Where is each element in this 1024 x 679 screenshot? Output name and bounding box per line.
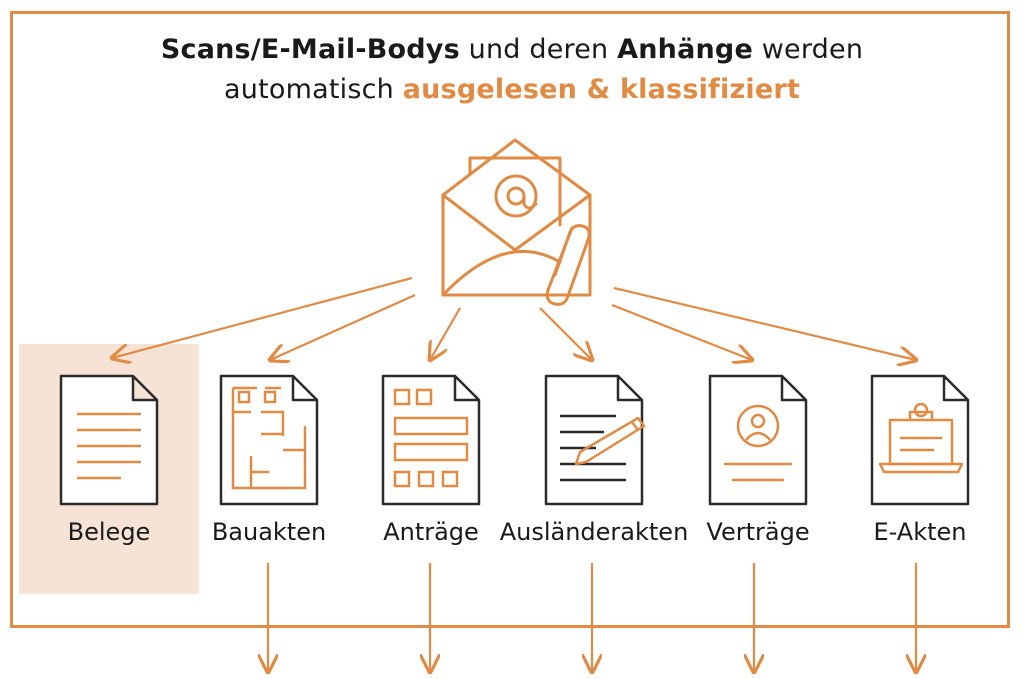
distribution-arrows: [112, 276, 916, 360]
diagram-title: Scans/E-Mail-Bodys und deren Anhänge wer…: [0, 30, 1024, 110]
form-document-icon: [381, 374, 481, 506]
category-label-auslaenderakten: Ausländerakten: [499, 518, 689, 546]
title-highlight: ausgelesen & klassifiziert: [402, 74, 800, 105]
contract-document-icon: [708, 374, 808, 506]
output-arrows: [268, 563, 916, 672]
open-envelope-at-paperclip-icon: [441, 138, 592, 306]
signed-document-icon: [544, 374, 646, 506]
title-attachments: Anhänge: [617, 34, 753, 65]
title-scans: Scans/E-Mail-Bodys: [160, 34, 460, 65]
text-document-icon: [59, 374, 159, 506]
category-label-antraege: Anträge: [383, 518, 479, 546]
category-label-belege: Belege: [67, 518, 151, 546]
title-verb: werden: [752, 34, 864, 65]
laptop-document-icon: [870, 374, 970, 506]
title-connector: und deren: [459, 34, 618, 65]
category-label-e-akten: E-Akten: [873, 518, 967, 546]
category-label-bauakten: Bauakten: [211, 518, 327, 546]
diagram-frame: [10, 11, 1010, 628]
title-automatic: automatisch: [224, 74, 403, 105]
category-label-vertraege: Verträge: [706, 518, 810, 546]
floorplan-document-icon: [219, 374, 319, 506]
